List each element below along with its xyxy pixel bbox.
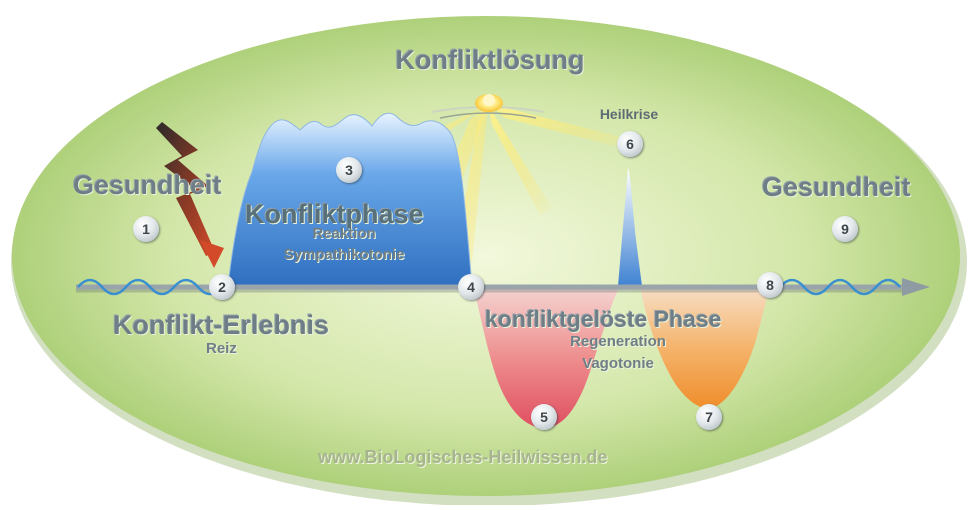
website-url: www.BioLogisches-Heilwissen.de: [318, 448, 607, 466]
marker-8: 8: [757, 272, 783, 298]
marker-2: 2: [209, 274, 235, 300]
background-ellipse: [12, 16, 960, 496]
label-conflict-event: Konflikt-Erlebnis: [113, 312, 329, 339]
label-health-right: Gesundheit: [762, 174, 911, 201]
label-conflict-phase: Konfliktphase: [245, 201, 424, 228]
marker-5: 5: [531, 404, 557, 430]
label-regeneration: Regeneration: [570, 334, 666, 349]
label-vagotonia: Vagotonie: [582, 356, 654, 371]
marker-9: 9: [832, 216, 858, 242]
marker-7: 7: [696, 404, 722, 430]
title-conflict-resolution: Konfliktlösung: [396, 47, 585, 74]
marker-4: 4: [458, 274, 484, 300]
marker-1: 1: [133, 216, 159, 242]
label-resolved-phase: konfliktgelöste Phase: [485, 308, 721, 331]
marker-3: 3: [336, 157, 362, 183]
label-reaction: Reaktion: [312, 226, 375, 241]
label-health-left: Gesundheit: [73, 172, 222, 199]
marker-6: 6: [617, 131, 643, 157]
label-healing-crisis: Heilkrise: [600, 107, 658, 121]
label-sympathicotonia: Sympathikotonie: [284, 247, 405, 262]
label-stimulus: Reiz: [206, 341, 237, 356]
